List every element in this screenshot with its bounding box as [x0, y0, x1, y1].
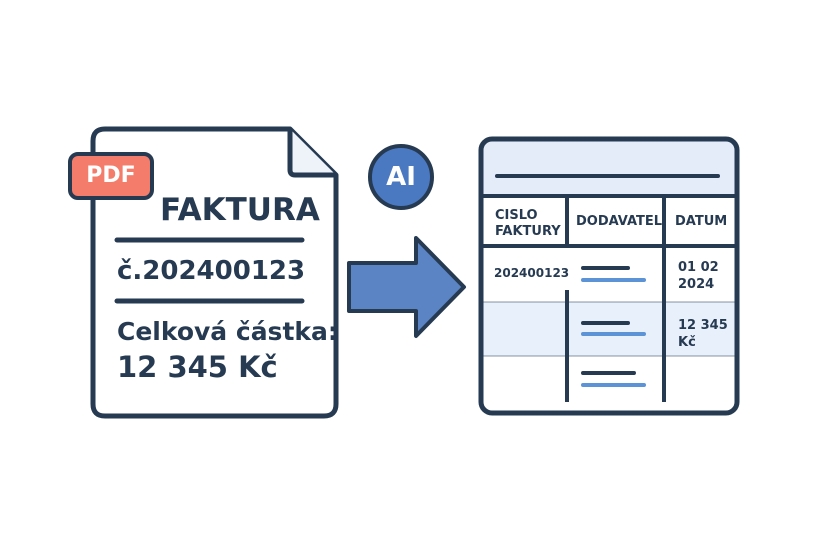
table-cell-invoice-number: 202400123 — [494, 266, 570, 280]
transform-arrow — [347, 236, 466, 338]
document-page — [90, 126, 339, 419]
document-title: FAKTURA — [160, 192, 320, 228]
table-header-invoice-number: CISLO FAKTURY — [495, 208, 561, 239]
table-frame — [478, 136, 740, 416]
ai-label: AI — [386, 162, 416, 192]
pdf-badge-label: PDF — [86, 163, 136, 188]
total-value: 12 345 Kč — [117, 350, 278, 384]
table-cell-amount: 12 345 Kč — [678, 318, 728, 350]
ai-circle — [368, 144, 434, 210]
pdf-document — [68, 126, 339, 419]
table-cell-date: 01 02 2024 — [678, 260, 719, 292]
table-header-date: DATUM — [675, 214, 728, 229]
invoice-number: č.202400123 — [117, 256, 306, 286]
table-row-highlight — [481, 302, 737, 356]
pdf-badge — [68, 152, 154, 200]
total-label: Celková částka: — [117, 317, 338, 346]
extracted-table — [478, 136, 740, 416]
table-header-supplier: DODAVATEL — [576, 214, 663, 229]
document-fold — [287, 129, 336, 178]
table-header-band — [481, 139, 737, 196]
